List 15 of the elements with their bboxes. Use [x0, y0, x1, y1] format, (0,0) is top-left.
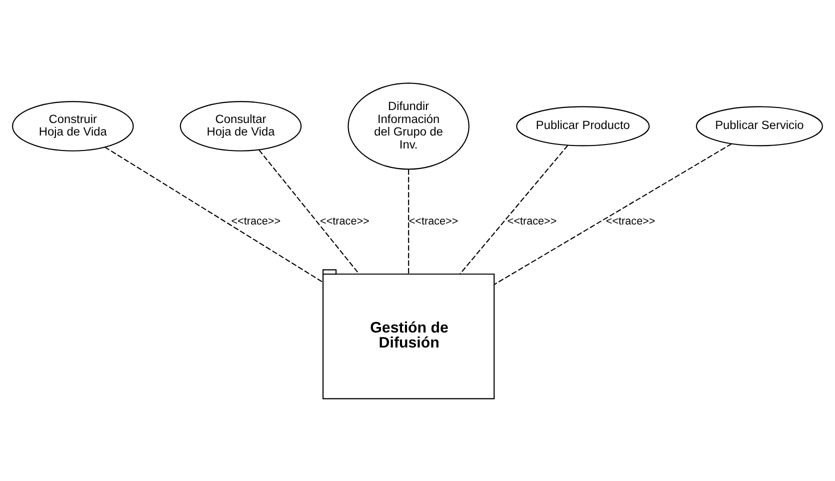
node-ellipse: Construir Hoja de Vida: [12, 100, 134, 151]
node-ellipse: Publicar Servicio: [696, 106, 823, 146]
node-ellipse: Difundir Información del Grupo de Inv.: [348, 82, 470, 170]
connector: [104, 146, 324, 282]
connector: [258, 149, 360, 274]
connector: [408, 168, 410, 274]
connector: [460, 144, 568, 274]
connector: [494, 142, 732, 284]
node-ellipse: Publicar Producto: [516, 106, 650, 146]
node-ellipse: Consultar Hoja de Vida: [180, 100, 302, 151]
edge-label: <<trace>>: [606, 214, 656, 227]
edge-label: <<trace>>: [408, 214, 458, 227]
edge-label: <<trace>>: [507, 214, 557, 227]
edge-label: <<trace>>: [231, 214, 281, 227]
edge-label: <<trace>>: [320, 214, 370, 227]
